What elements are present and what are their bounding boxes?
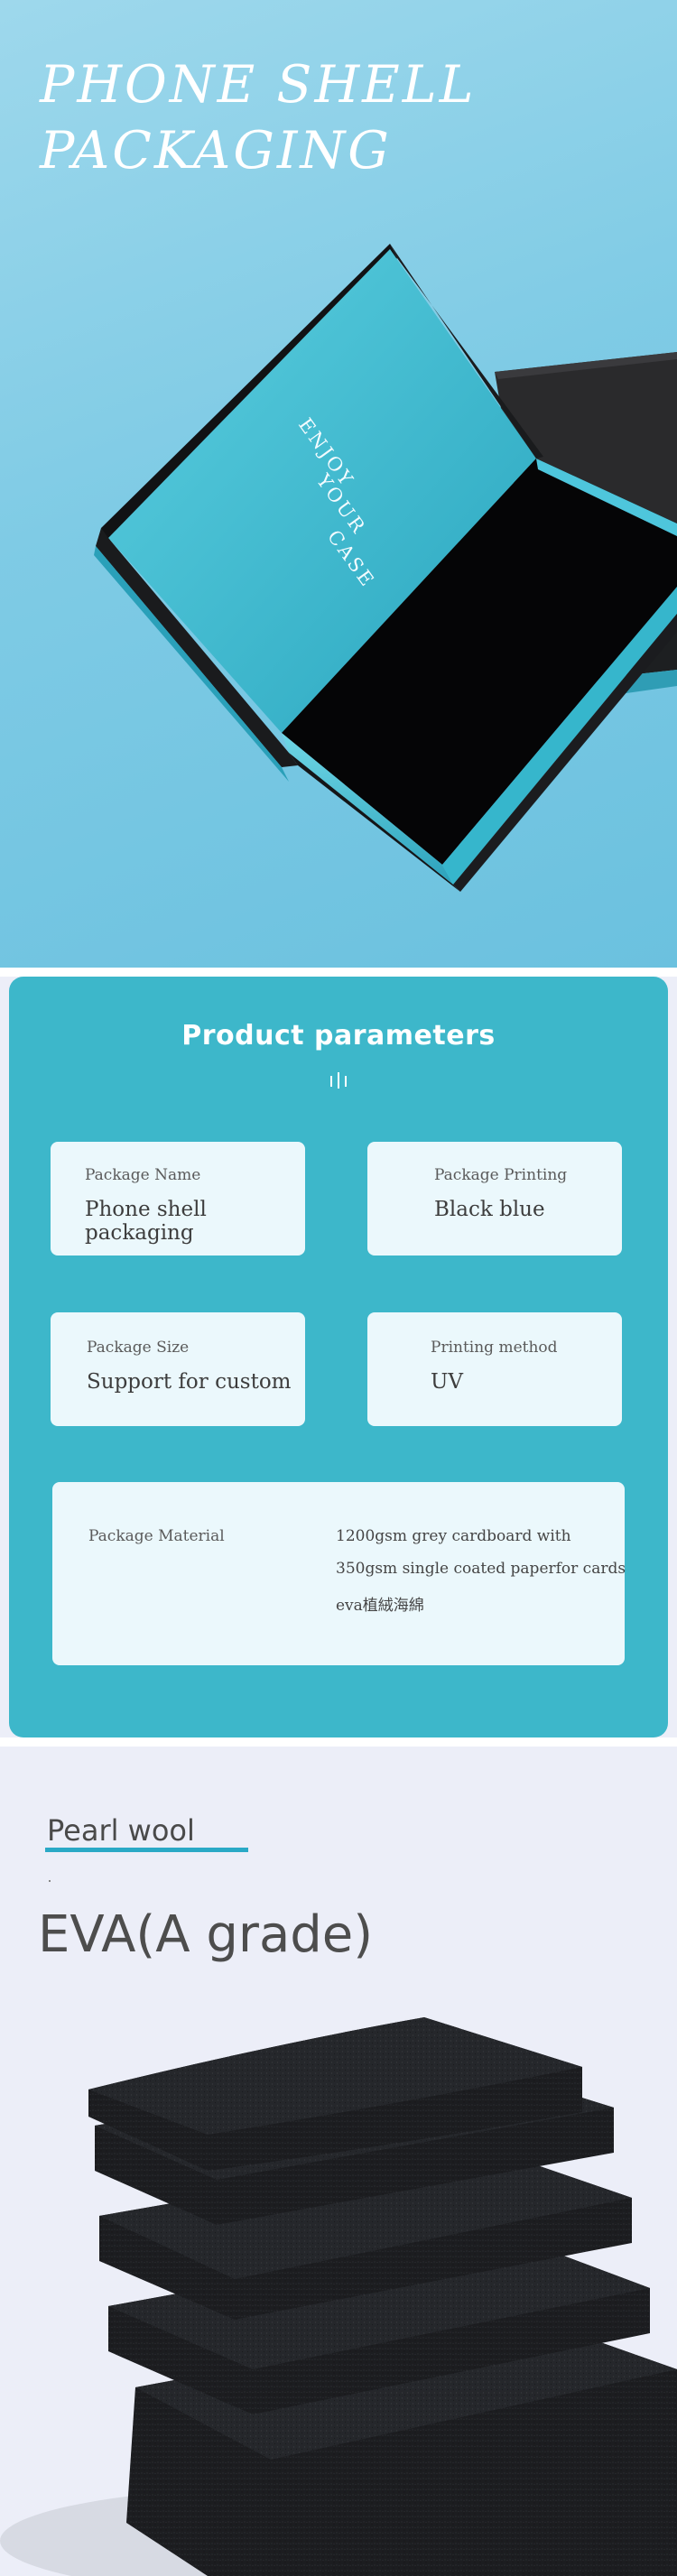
params-title: Product parameters xyxy=(181,1020,496,1052)
hero-title-line2: PACKAGING xyxy=(40,121,392,181)
param-label: Package Material xyxy=(88,1527,225,1545)
box-image: ENJOY YOUR CASE xyxy=(94,244,677,892)
hero-title: PHONE SHELL PACKAGING xyxy=(40,52,476,184)
param-value: UV xyxy=(431,1370,463,1394)
material-line-3: eva植絨海綿 xyxy=(336,1597,424,1615)
foam-label: Pearl wool xyxy=(47,1813,195,1848)
section-divider xyxy=(0,1737,677,1747)
param-card-package-material: Package Material 1200gsm grey cardboard … xyxy=(52,1482,626,1665)
title-tick-decoration xyxy=(322,1072,355,1090)
material-line-2: 350gsm single coated paperfor cards xyxy=(336,1560,626,1578)
material-line-1: 1200gsm grey cardboard with xyxy=(336,1527,571,1545)
param-label: Package Printing xyxy=(434,1166,568,1184)
param-card-printing-method: Printing method UV xyxy=(367,1312,622,1426)
product-parameters-panel: Product parameters Package Name Phone sh… xyxy=(9,977,668,1737)
param-value: Phone shell packaging xyxy=(85,1198,207,1245)
param-card-package-name: Package Name Phone shell packaging xyxy=(51,1142,305,1256)
param-label: Package Size xyxy=(87,1339,190,1357)
box-insert xyxy=(282,459,677,865)
param-label: Package Name xyxy=(85,1166,201,1184)
param-card-package-printing: Package Printing Black blue xyxy=(367,1142,622,1256)
foam-label-underline xyxy=(45,1848,248,1852)
decorative-dot xyxy=(49,1880,51,1882)
foam-stack-image xyxy=(0,2017,677,2576)
foam-section: Pearl wool EVA(A grade) xyxy=(0,1747,677,2576)
param-card-package-size: Package Size Support for custom xyxy=(51,1312,305,1426)
param-value: Black blue xyxy=(434,1198,545,1221)
hero-banner: PHONE SHELL PACKAGING xyxy=(0,0,677,968)
box-lid xyxy=(108,249,536,733)
param-value: Support for custom xyxy=(87,1370,292,1394)
section-divider xyxy=(0,968,677,977)
foam-title: EVA(A grade) xyxy=(38,1905,374,1964)
hero-title-line1: PHONE SHELL xyxy=(40,55,477,115)
param-label: Printing method xyxy=(431,1339,558,1357)
